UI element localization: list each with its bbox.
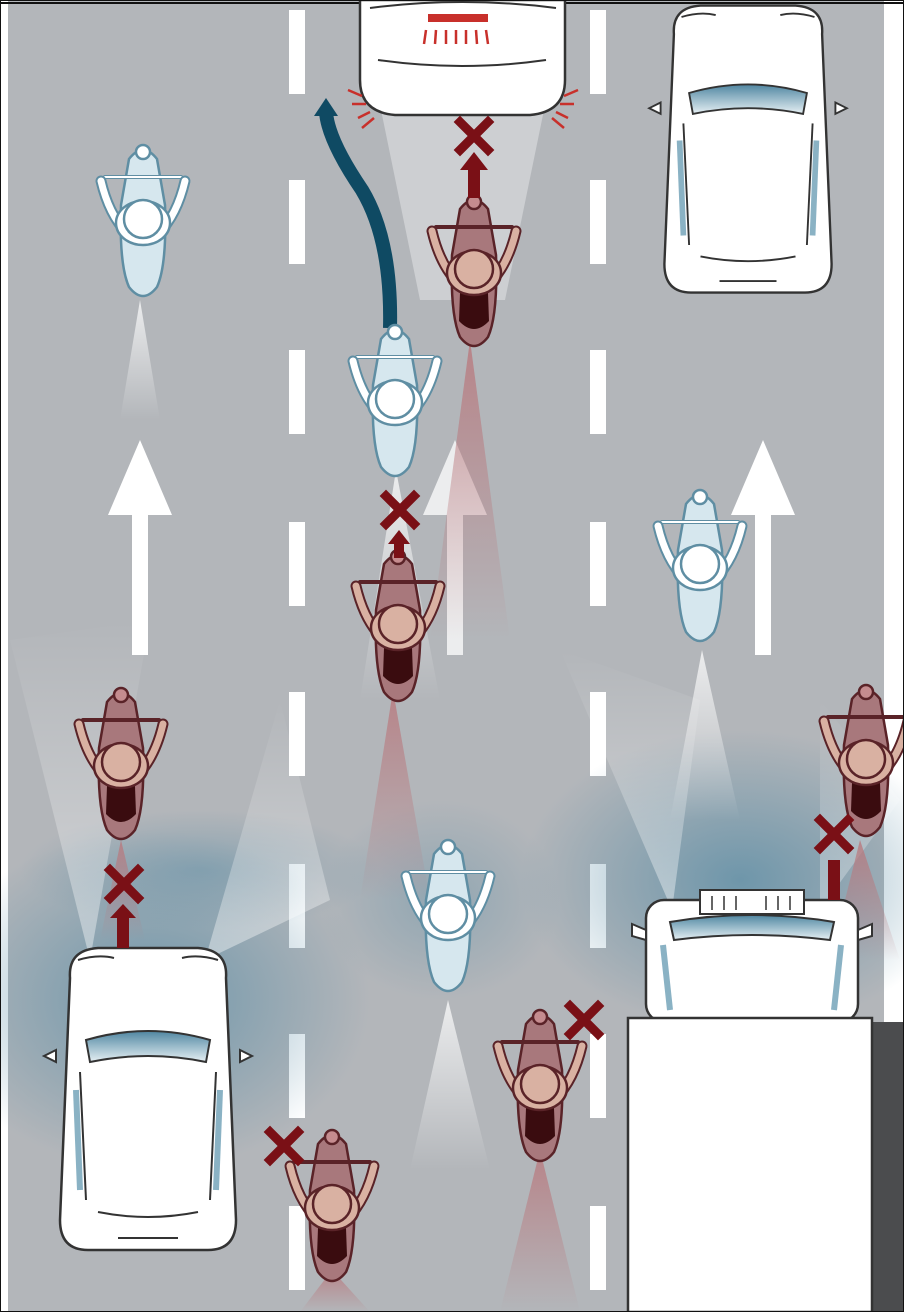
car bbox=[649, 6, 847, 293]
car bbox=[44, 948, 252, 1250]
